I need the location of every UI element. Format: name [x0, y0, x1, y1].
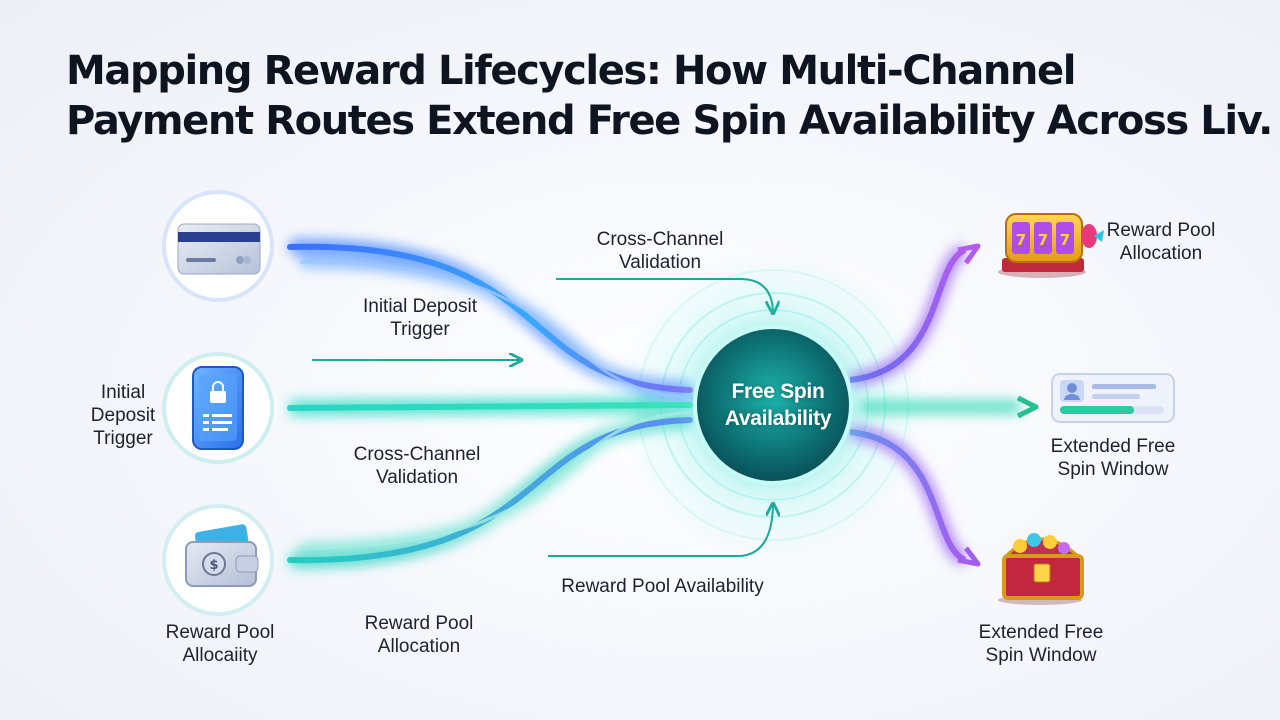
- route-card-to-hub: [287, 243, 693, 393]
- chest-label: Extended Free Spin Window: [960, 621, 1122, 667]
- slot-label-line-1: Reward Pool: [1106, 220, 1216, 241]
- route-hub-to-slot: [849, 247, 967, 383]
- hub-label-line-1: Free Spin: [731, 380, 825, 403]
- phone-label-line-2: Deposit: [90, 405, 156, 426]
- chest-label-line-1: Extended Free: [978, 622, 1104, 643]
- cross-channel-arrow: [556, 278, 773, 312]
- profile-card-label: Extended Free Spin Window: [1032, 435, 1194, 481]
- slot-machine-icon: 7 7 7: [998, 213, 1104, 278]
- reward-pool-availability-label: Reward Pool Availability: [561, 576, 764, 597]
- cross-channel-top-label-line-1: Cross-Channel: [596, 229, 724, 250]
- page-title: Mapping Reward Lifecycles: How Multi-Cha…: [66, 46, 1273, 146]
- reward-pool-availability-arrow: [548, 505, 773, 557]
- cross-channel-mid-label: Cross-Channel Validation: [322, 443, 512, 489]
- svg-text:7: 7: [1038, 231, 1048, 249]
- hub-circle: [693, 325, 853, 485]
- route-wallet-to-hub-secondary: [299, 410, 701, 550]
- route-hub-to-card-arrowhead: [1016, 395, 1039, 419]
- route-hub-to-slot-arrowhead: [957, 243, 981, 265]
- route-hub-to-chest: [849, 429, 967, 563]
- cross-channel-top-label: Cross-Channel Validation: [565, 228, 755, 274]
- wallet-label-line-2: Allocaiity: [182, 645, 258, 666]
- profile-card-label-line-1: Extended Free: [1050, 436, 1176, 457]
- route-wallet-to-hub: [287, 417, 693, 564]
- profile-card-label-line-2: Spin Window: [1057, 459, 1169, 480]
- svg-text:7: 7: [1060, 231, 1070, 249]
- wallet-label-line-1: Reward Pool: [165, 622, 275, 643]
- route-hub-to-chest-arrowhead: [957, 546, 981, 567]
- route-phone-to-hub: [287, 402, 693, 411]
- title-line-1: Mapping Reward Lifecycles: How Multi-Cha…: [66, 48, 1076, 94]
- initial-deposit-label-line-1: Initial Deposit: [362, 296, 478, 317]
- reward-pool-allocation-label-line-2: Allocation: [377, 636, 461, 657]
- reward-pool-allocation-label-line-1: Reward Pool: [364, 613, 474, 634]
- slot-label: Reward Pool Allocation: [1092, 219, 1230, 265]
- profile-card-icon: [1051, 373, 1175, 423]
- initial-deposit-label: Initial Deposit Trigger: [330, 295, 510, 341]
- title-line-2: Payment Routes Extend Free Spin Availabi…: [66, 98, 1273, 144]
- svg-text:7: 7: [1016, 231, 1026, 249]
- hub-label-line-2: Availability: [724, 407, 832, 430]
- cross-channel-mid-label-line-2: Validation: [375, 467, 459, 488]
- phone-label: Initial Deposit Trigger: [70, 381, 176, 450]
- wallet-label: Reward Pool Allocaiity: [140, 621, 300, 667]
- smartphone-lock-icon: [162, 352, 274, 464]
- cross-channel-top-label-line-2: Validation: [618, 252, 702, 273]
- hub-label: Free Spin Availability: [693, 378, 863, 432]
- chest-label-line-2: Spin Window: [985, 645, 1097, 666]
- svg-text:$: $: [209, 558, 218, 573]
- wallet-icon: $: [162, 504, 274, 616]
- cross-channel-mid-label-line-1: Cross-Channel: [353, 444, 481, 465]
- slot-label-line-2: Allocation: [1119, 243, 1203, 264]
- route-card-to-hub-secondary: [299, 260, 701, 400]
- initial-deposit-label-line-2: Trigger: [390, 319, 450, 340]
- treasure-chest-icon: [998, 533, 1084, 605]
- reward-pool-allocation-label: Reward Pool Allocation: [340, 612, 498, 658]
- credit-card-icon: [162, 190, 274, 302]
- phone-label-line-3: Trigger: [93, 428, 153, 449]
- phone-label-line-1: Initial: [100, 382, 146, 403]
